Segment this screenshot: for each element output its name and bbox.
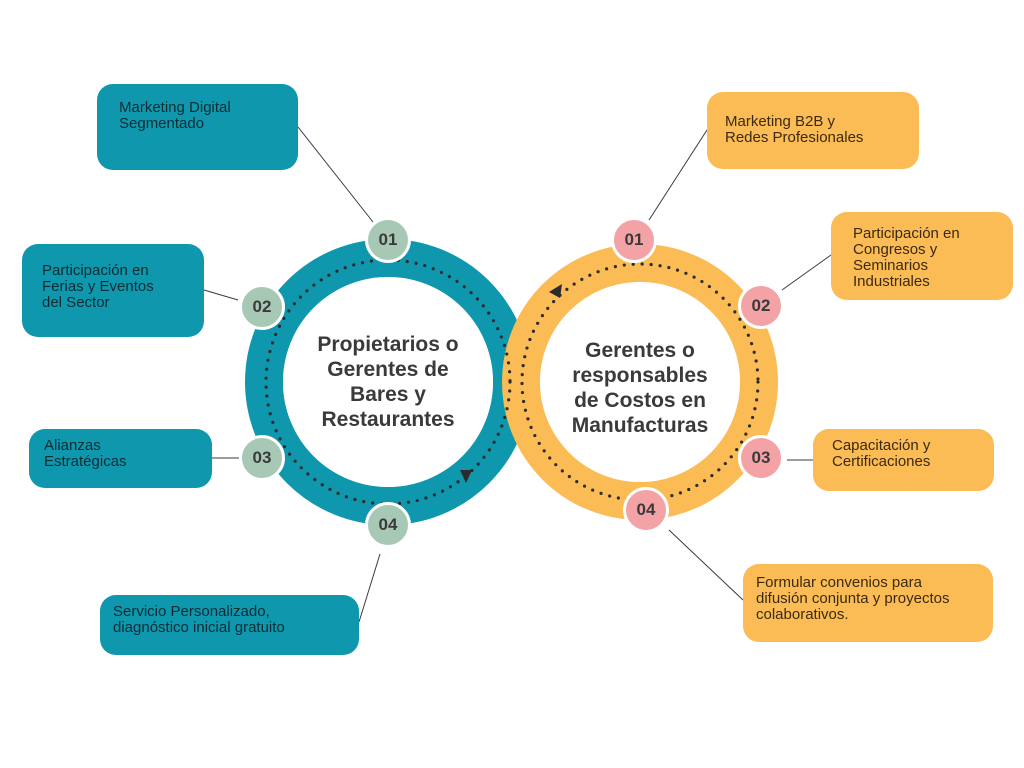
- connector-left-02: [203, 289, 239, 301]
- left-item-03-box: Alianzas Estratégicas: [29, 429, 212, 488]
- right-hub-title: Gerentes o responsables de Costos en Man…: [571, 339, 709, 437]
- left-hub-disc: [283, 277, 493, 487]
- connector-right-02: [781, 254, 832, 291]
- connector-left-01: [297, 126, 374, 223]
- left-direction-arrow: [460, 470, 472, 483]
- right-direction-arrow: [549, 284, 562, 298]
- left-badge-01: 01: [365, 217, 411, 263]
- left-item-04-box: Servicio Personalizado, diagnóstico inic…: [100, 595, 359, 655]
- right-item-03-box: Capacitación y Certificaciones: [813, 429, 994, 491]
- right-badge-03: 03: [738, 435, 784, 481]
- right-dotted-track: [520, 262, 760, 502]
- connector-right-01: [648, 129, 708, 221]
- right-item-01-box: Marketing B2B y Redes Profesionales: [707, 92, 919, 169]
- right-item-02-box: Participación en Congresos y Seminarios …: [831, 212, 1013, 300]
- right-item-04-box: Formular convenios para difusión conjunt…: [743, 564, 993, 642]
- connector-right-04: [668, 529, 744, 601]
- left-item-02-box: Participación en Ferias y Eventos del Se…: [22, 244, 204, 337]
- right-badge-04: 04: [623, 487, 669, 533]
- left-item-01-box: Marketing Digital Segmentado: [97, 84, 298, 170]
- connector-left-04: [358, 553, 381, 623]
- left-badge-03: 03: [239, 435, 285, 481]
- right-badge-02: 02: [738, 283, 784, 329]
- right-hub-disc: [540, 282, 740, 482]
- right-badge-01: 01: [611, 217, 657, 263]
- left-badge-04: 04: [365, 502, 411, 548]
- left-hub-title: Propietarios o Gerentes de Bares y Resta…: [317, 333, 459, 431]
- left-badge-02: 02: [239, 284, 285, 330]
